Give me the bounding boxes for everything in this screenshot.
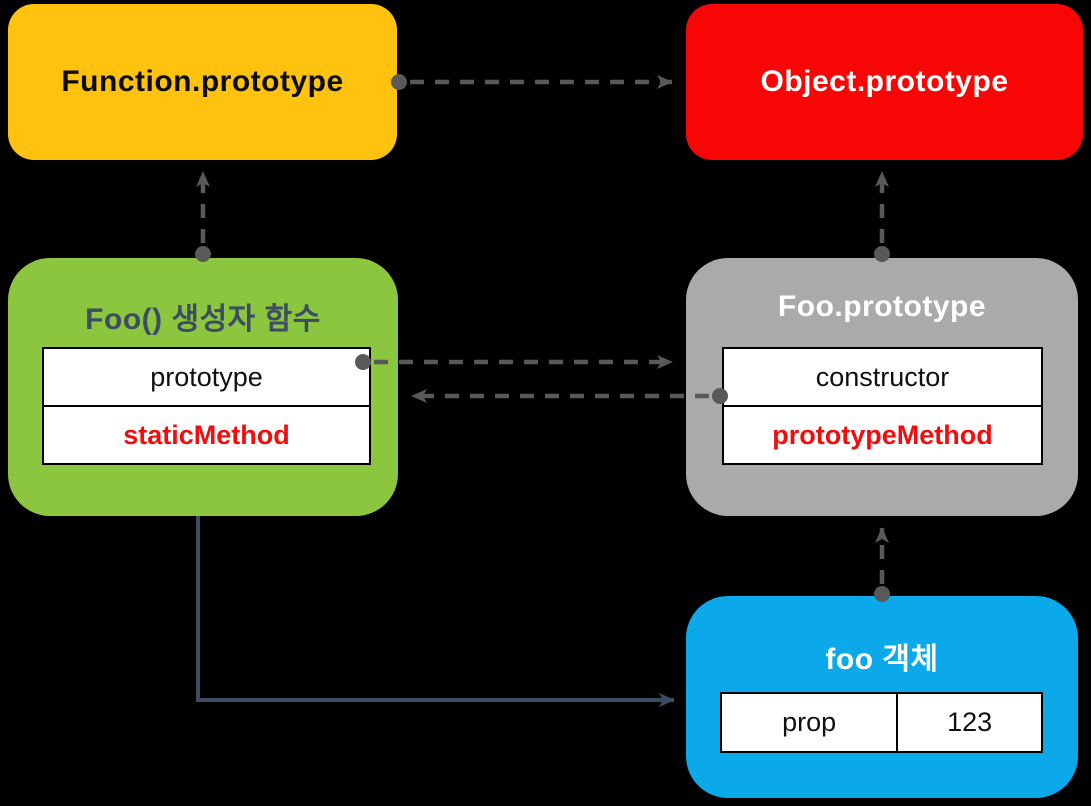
node-function-prototype-label: Function.prototype — [61, 65, 344, 98]
node-foo-constructor-function: Foo() 생성자 함수 prototype staticMethod — [8, 258, 398, 516]
foo-constructor-member-table: prototype staticMethod — [42, 347, 371, 465]
node-foo-object: foo 객체 prop 123 — [686, 596, 1078, 798]
prop-value-cell: 123 — [898, 694, 1041, 751]
node-function-prototype: Function.prototype — [8, 4, 397, 160]
prop-key-cell: prop — [722, 694, 899, 751]
node-foo-constructor-title: Foo() 생성자 함수 — [85, 303, 321, 336]
node-foo-prototype: Foo.prototype constructor prototypeMetho… — [686, 258, 1078, 516]
arrow-foo-prototype-to-object-prototype — [874, 171, 890, 262]
member-row-constructor: constructor — [724, 349, 1041, 405]
node-foo-prototype-title: Foo.prototype — [777, 290, 987, 323]
arrow-prototype-to-foo-prototype — [355, 354, 673, 370]
arrow-foo-object-to-foo-prototype — [874, 527, 890, 602]
arrow-foo-ctor-to-function-prototype — [195, 171, 211, 262]
foo-prototype-member-table: constructor prototypeMethod — [722, 347, 1043, 465]
arrow-foo-ctor-creates-foo-object — [196, 516, 675, 707]
node-object-prototype-label: Object.prototype — [760, 65, 1009, 98]
arrow-constructor-to-foo-ctor — [411, 388, 728, 404]
node-foo-object-title: foo 객체 — [825, 643, 939, 676]
member-row-prototype-method: prototypeMethod — [724, 405, 1041, 463]
node-object-prototype: Object.prototype — [686, 4, 1083, 160]
arrow-function-to-object — [391, 74, 673, 90]
foo-object-prop-table: prop 123 — [720, 692, 1043, 753]
member-row-static-method: staticMethod — [44, 405, 369, 463]
member-row-prototype: prototype — [44, 349, 369, 405]
